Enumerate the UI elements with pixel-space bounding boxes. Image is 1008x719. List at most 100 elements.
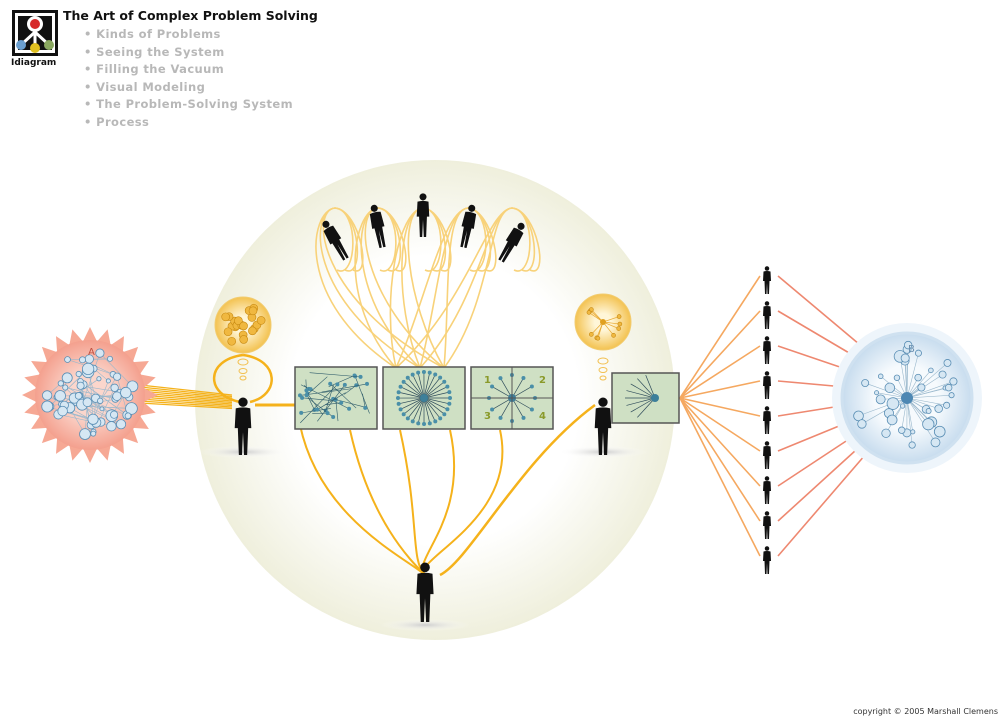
idiagram-logo[interactable] <box>12 10 58 56</box>
model-node <box>325 411 330 416</box>
radial-spoke <box>403 381 425 399</box>
network-node <box>120 386 132 399</box>
network-node <box>928 367 934 374</box>
radial-spoke <box>403 397 425 415</box>
menu-item-visual-modeling[interactable]: Visual Modeling <box>84 80 293 98</box>
bubble-hub <box>600 319 606 325</box>
network-node <box>106 421 117 432</box>
flow-down <box>299 424 426 576</box>
network-node <box>99 406 105 412</box>
radial-node <box>490 384 495 389</box>
focus-spoke <box>630 397 656 413</box>
network-node <box>917 383 926 392</box>
radial-node <box>445 384 450 389</box>
model-link <box>307 393 323 415</box>
menu-item-filling-the-vacuum[interactable]: Filling the Vacuum <box>84 62 293 80</box>
network-node <box>938 370 947 379</box>
network-node <box>900 353 910 363</box>
quadrant-label-1: 1 <box>484 375 491 386</box>
network-node <box>113 372 122 381</box>
network-node <box>886 397 900 410</box>
network-link <box>906 381 954 399</box>
network-node <box>875 394 886 405</box>
radial-node <box>396 401 401 406</box>
network-node <box>893 374 901 381</box>
outreach-arrow <box>679 397 761 417</box>
ground-shadow <box>380 619 470 631</box>
focus-hub <box>651 394 659 402</box>
radial-node <box>438 416 443 421</box>
outreach-arrow <box>679 397 761 487</box>
radial-node <box>438 375 443 380</box>
bubble-node <box>616 314 622 319</box>
bubble-node <box>221 312 230 322</box>
network-link <box>906 387 949 399</box>
model-link <box>328 375 355 388</box>
focus-spoke <box>626 397 656 406</box>
stakeholder-figure <box>763 511 771 539</box>
flow-down <box>349 429 426 576</box>
network-node <box>105 378 111 384</box>
cluster-b-label: B <box>908 344 915 355</box>
menu-item-process[interactable]: Process <box>84 115 293 133</box>
network-node <box>110 410 119 419</box>
outreach-arrow <box>679 397 761 452</box>
network-node <box>898 426 906 434</box>
radial-spoke <box>412 397 425 422</box>
network-node <box>861 379 870 388</box>
network-node <box>930 437 941 448</box>
bubble-node <box>256 316 266 325</box>
network-node <box>79 428 91 440</box>
network-node <box>74 392 83 400</box>
network-link <box>858 397 908 417</box>
collaboration-arc <box>319 207 421 369</box>
radial-node <box>421 370 426 375</box>
model-link <box>344 385 357 395</box>
radial-node <box>529 384 534 389</box>
model-link <box>333 398 365 408</box>
network-node <box>934 404 943 413</box>
stakeholder-figure <box>763 546 771 574</box>
network-node <box>948 392 955 399</box>
network-node <box>943 359 952 367</box>
model-link <box>317 384 346 422</box>
feedback-arrow <box>777 439 879 557</box>
radial-node <box>448 396 452 400</box>
network-node <box>884 382 896 394</box>
menu-item-problem-solving-system[interactable]: The Problem-Solving System <box>84 97 293 115</box>
network-node <box>112 391 122 401</box>
network-link <box>81 353 101 405</box>
radial-spoke <box>423 386 448 399</box>
radial-node <box>416 421 421 426</box>
page-title: The Art of Complex Problem Solving <box>63 8 318 23</box>
model-node <box>331 396 336 401</box>
bubble-node <box>227 336 237 346</box>
network-node <box>90 430 97 437</box>
logo-icon <box>15 13 55 53</box>
model-node <box>358 374 363 379</box>
radial-spoke <box>423 381 445 399</box>
bubble-node <box>589 307 594 312</box>
network-node <box>57 405 68 417</box>
model-node <box>363 405 368 410</box>
model-node <box>304 393 309 398</box>
thought-loop <box>212 353 273 404</box>
network-node <box>106 355 113 362</box>
focus-spoke <box>630 383 656 399</box>
stakeholder-figure <box>763 441 771 469</box>
model-link <box>325 384 334 411</box>
bubble-node <box>248 326 257 336</box>
focus-spoke <box>645 375 656 399</box>
stakeholder-figure <box>763 371 771 399</box>
focus-spoke <box>637 378 656 399</box>
bubble-node <box>234 316 243 326</box>
radial-node <box>405 375 410 380</box>
stakeholder-figure <box>763 476 771 504</box>
outreach-arrow <box>679 397 761 557</box>
menu-item-kinds-of-problems[interactable]: Kinds of Problems <box>84 27 293 45</box>
radial-node <box>442 379 447 384</box>
network-node <box>877 373 884 380</box>
network-node <box>933 425 946 438</box>
radial-node <box>521 376 526 381</box>
menu-item-seeing-the-system[interactable]: Seeing the System <box>84 45 293 63</box>
